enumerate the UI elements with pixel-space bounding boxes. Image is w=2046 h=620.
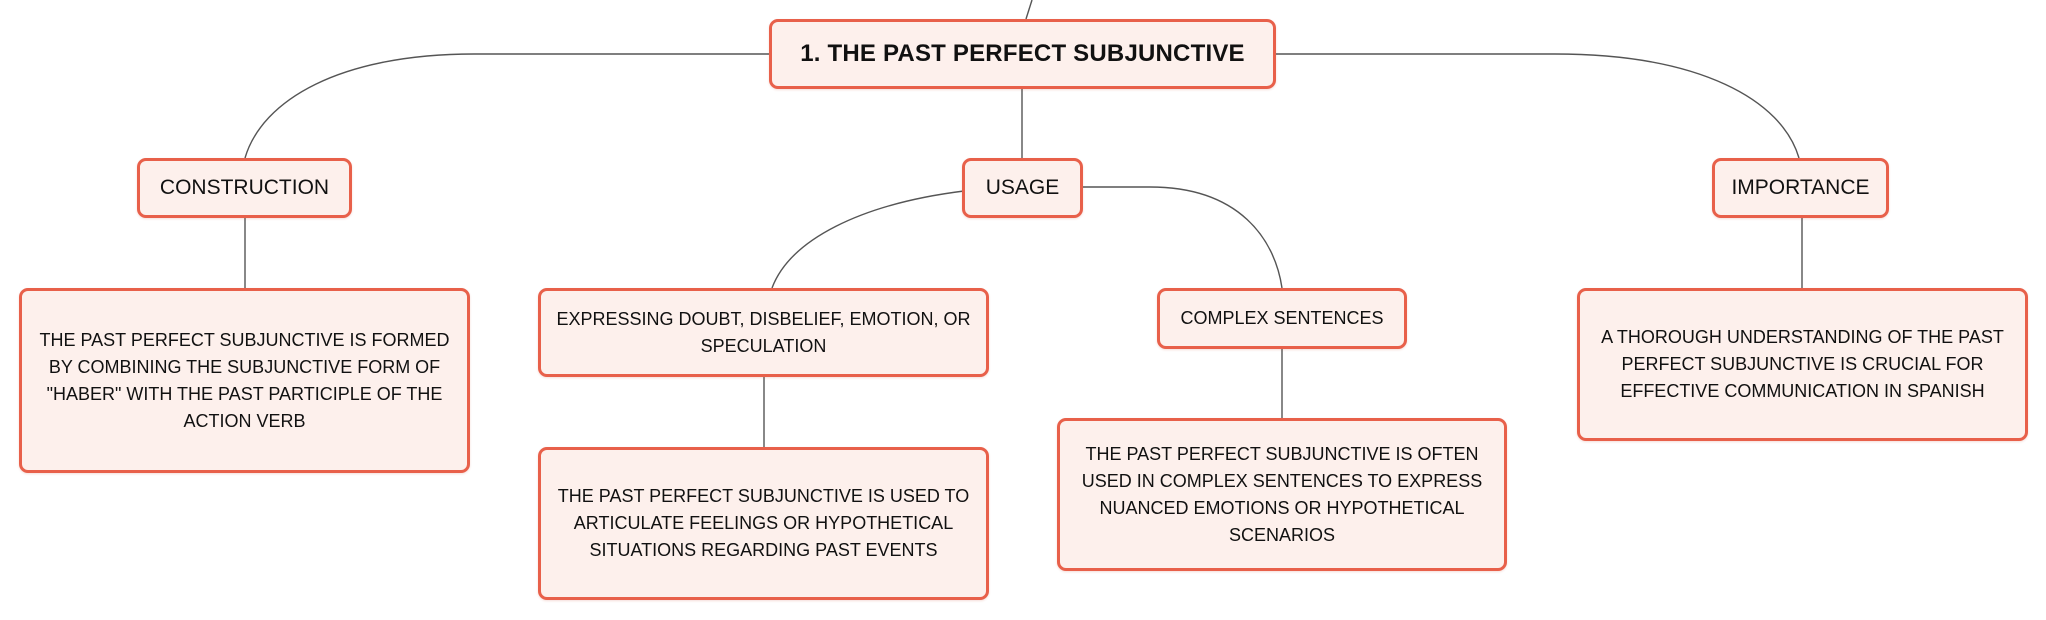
subtopic-label: EXPRESSING DOUBT, DISBELIEF, EMOTION, OR… xyxy=(556,308,971,356)
branch-node-importance[interactable]: IMPORTANCE xyxy=(1712,158,1889,218)
connector-root-construction xyxy=(244,53,769,159)
construction-detail-node[interactable]: THE PAST PERFECT SUBJUNCTIVE IS FORMED B… xyxy=(19,288,470,473)
root-node[interactable]: 1. THE PAST PERFECT SUBJUNCTIVE xyxy=(769,19,1276,89)
branch-label: CONSTRUCTION xyxy=(159,176,330,199)
subtopic-label: COMPLEX SENTENCES xyxy=(1180,308,1384,328)
connector-root-importance xyxy=(1275,53,1800,159)
doubt-detail-node[interactable]: THE PAST PERFECT SUBJUNCTIVE IS USED TO … xyxy=(538,447,989,600)
branch-label: USAGE xyxy=(985,176,1060,199)
branch-node-construction[interactable]: CONSTRUCTION xyxy=(137,158,352,218)
branch-label: IMPORTANCE xyxy=(1731,176,1870,199)
complex-detail-node[interactable]: THE PAST PERFECT SUBJUNCTIVE IS OFTEN US… xyxy=(1057,418,1507,571)
detail-text: THE PAST PERFECT SUBJUNCTIVE IS FORMED B… xyxy=(39,329,450,431)
root-label: 1. THE PAST PERFECT SUBJUNCTIVE xyxy=(800,40,1245,67)
connector-usage-complex xyxy=(1082,186,1283,289)
importance-detail-node[interactable]: A THOROUGH UNDERSTANDING OF THE PAST PER… xyxy=(1577,288,2028,441)
connector-usage-doubt xyxy=(771,190,965,289)
detail-text: A THOROUGH UNDERSTANDING OF THE PAST PER… xyxy=(1601,327,2004,401)
detail-text: THE PAST PERFECT SUBJUNCTIVE IS USED TO … xyxy=(557,486,970,560)
connector-incoming xyxy=(1025,0,1033,20)
branch-node-usage[interactable]: USAGE xyxy=(962,158,1083,218)
subtopic-node-complex-sentences[interactable]: COMPLEX SENTENCES xyxy=(1157,288,1407,349)
detail-text: THE PAST PERFECT SUBJUNCTIVE IS OFTEN US… xyxy=(1081,443,1483,545)
subtopic-node-doubt[interactable]: EXPRESSING DOUBT, DISBELIEF, EMOTION, OR… xyxy=(538,288,989,377)
